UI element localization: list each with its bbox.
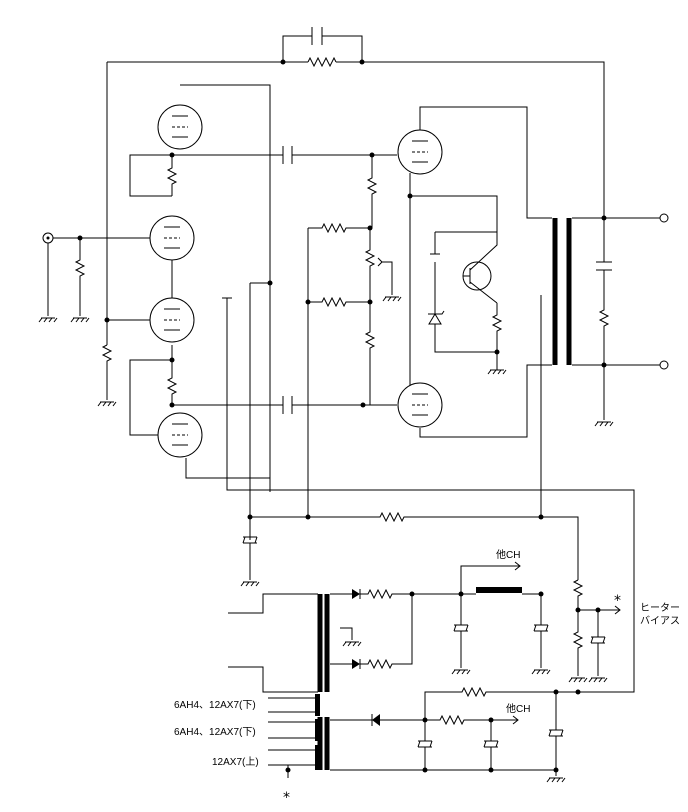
label-other-ch-top: 他CH (496, 548, 520, 561)
output-terminal-lower (659, 360, 669, 370)
label-winding-1: 6AH4、12AX7(下) (174, 700, 256, 711)
tube-output-upper (397, 129, 443, 175)
zener-diode (428, 313, 442, 325)
tube-v3 (149, 297, 195, 343)
label-winding-2: 6AH4、12AX7(下) (174, 727, 256, 738)
coupling-network (282, 146, 402, 517)
label-winding-3: 12AX7(上) (212, 756, 259, 768)
tube-output-lower (397, 382, 443, 428)
output-stage (397, 106, 548, 438)
output-transformer (540, 213, 669, 517)
label-heater-bias-1: ヒーター (640, 602, 680, 614)
other-ch-arrow-top (460, 565, 520, 594)
choke (476, 587, 522, 593)
label-asterisk-right: * (614, 593, 621, 609)
label-other-ch-bottom: 他CH (506, 702, 530, 715)
tube-v1 (157, 104, 203, 150)
tube-v2 (149, 215, 195, 261)
rectifier-diode-3 (372, 714, 380, 726)
rectifier-diode-2 (352, 659, 360, 669)
tube-stack-left (129, 84, 635, 693)
bias-adjust-arrow (382, 261, 393, 295)
power-supply (228, 511, 621, 783)
tube-v4 (157, 412, 203, 458)
input-stage-wiring (38, 62, 155, 407)
output-terminal-upper (659, 213, 669, 223)
label-asterisk-bottom: * (283, 790, 290, 806)
feedback-resistor (307, 56, 337, 68)
feedback-network (107, 27, 605, 218)
rectifier-diode-1 (352, 589, 360, 599)
label-heater-bias-2: バイアス (640, 615, 680, 627)
